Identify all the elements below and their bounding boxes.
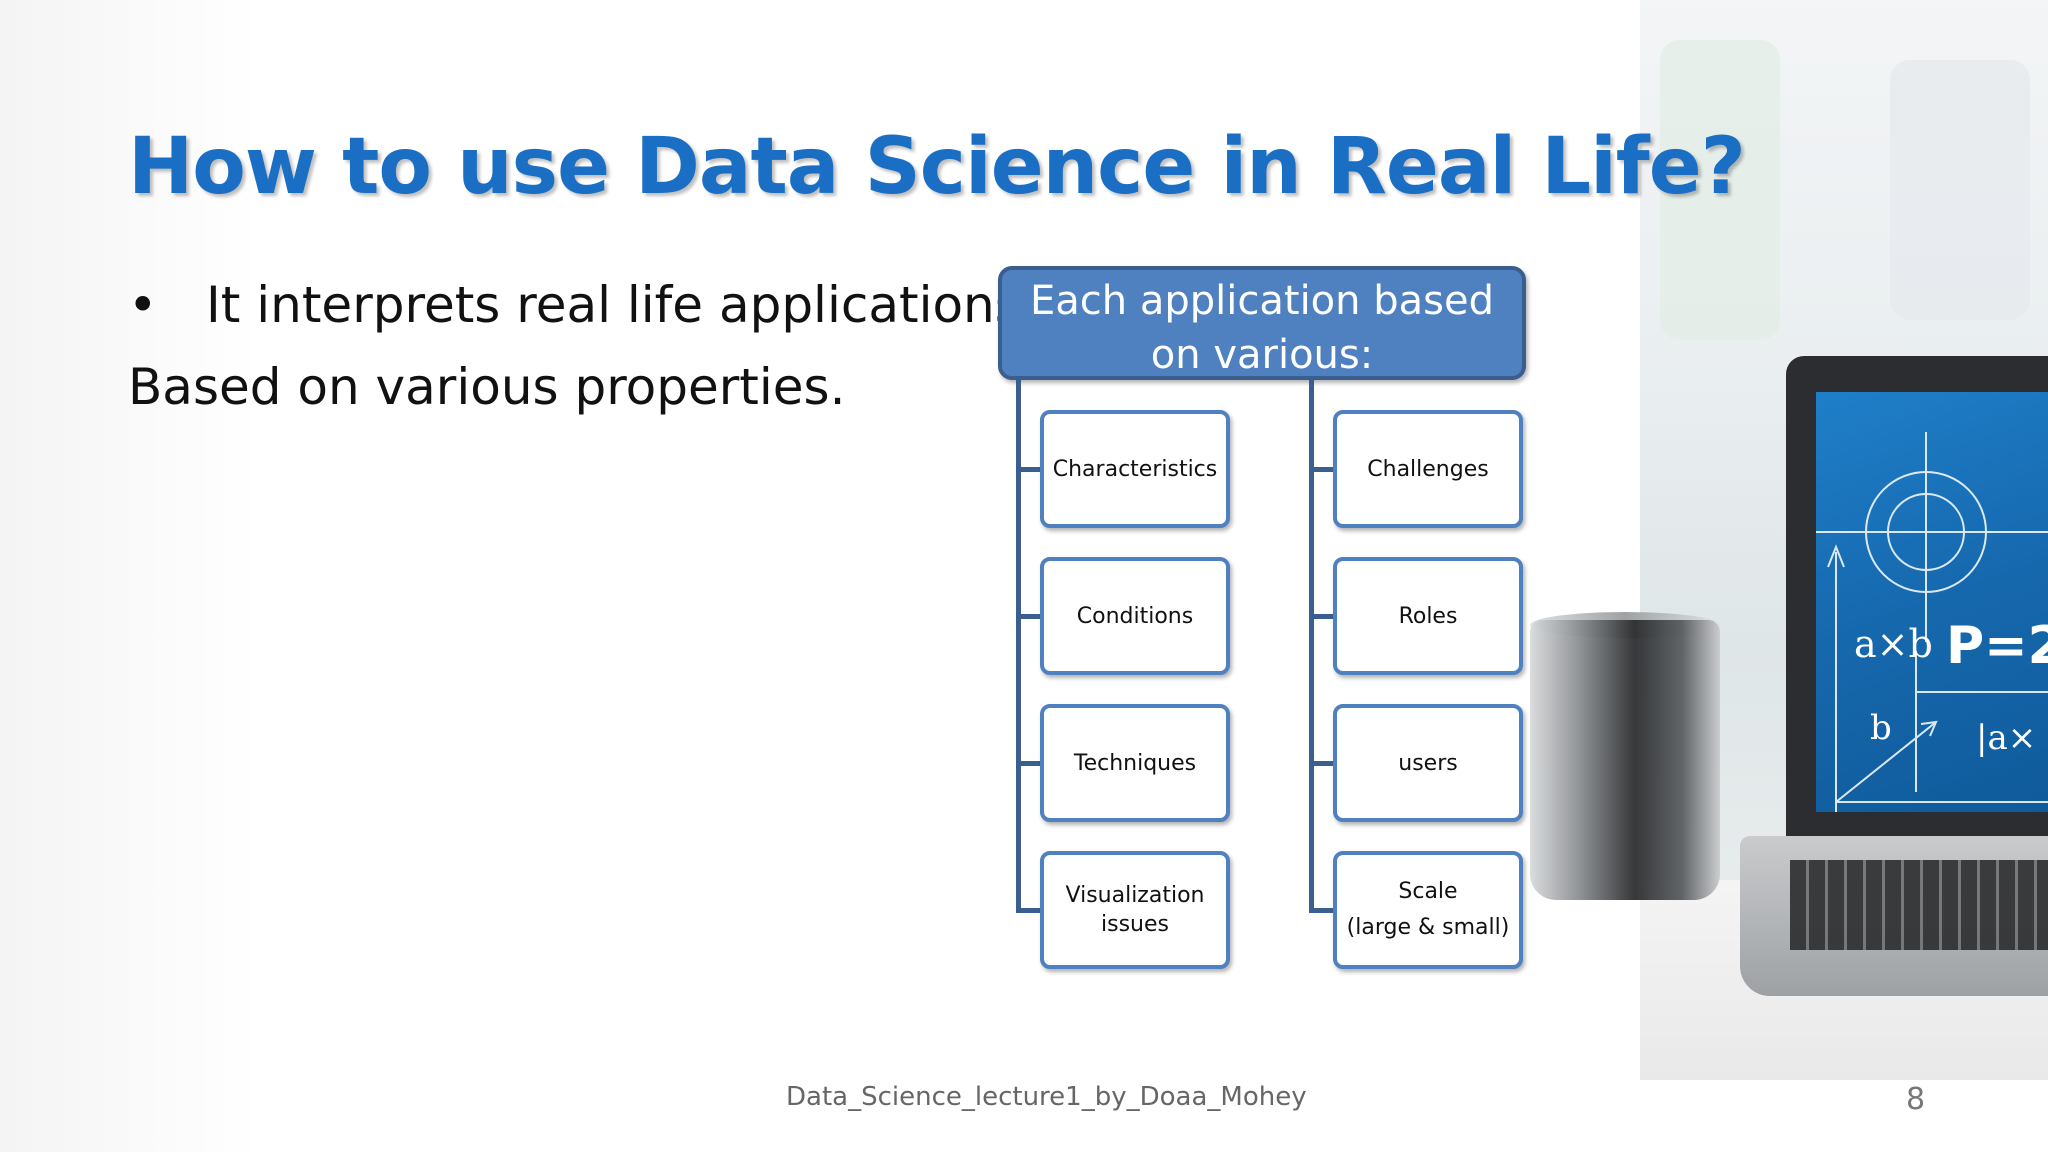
node-characteristics: Characteristics xyxy=(1040,410,1230,528)
node-users: users xyxy=(1333,704,1523,822)
connector-branch xyxy=(1016,467,1042,472)
connector-branch xyxy=(1309,761,1335,766)
node-label: Challenges xyxy=(1367,456,1489,482)
node-label: Techniques xyxy=(1073,750,1197,776)
bullet-symbol: • xyxy=(128,276,158,334)
diagram-header: Each application based on various: xyxy=(998,266,1526,380)
diagram-header-line1: Each application based xyxy=(1030,278,1494,324)
connector-branch xyxy=(1016,761,1042,766)
math-b: b xyxy=(1870,708,1892,748)
connector-branch xyxy=(1309,467,1335,472)
right-connector-spine xyxy=(1309,380,1314,912)
node-conditions: Conditions xyxy=(1040,557,1230,675)
node-label: Characteristics xyxy=(1052,456,1218,482)
node-challenges: Challenges xyxy=(1333,410,1523,528)
mug-image xyxy=(1530,620,1720,900)
background-shading xyxy=(0,0,260,1152)
node-visualization-issues: Visualization issues xyxy=(1040,851,1230,969)
math-sketch xyxy=(1816,432,2048,812)
connector-branch xyxy=(1309,614,1335,619)
node-techniques: Techniques xyxy=(1040,704,1230,822)
connector-branch xyxy=(1016,908,1042,913)
page-number: 8 xyxy=(1906,1082,1926,1117)
laptop-display xyxy=(1816,392,2048,812)
left-connector-spine xyxy=(1016,380,1021,912)
node-scale: Scale (large & small) xyxy=(1333,851,1523,969)
node-sublabel: (large & small) xyxy=(1346,915,1510,940)
node-label: Scale xyxy=(1398,879,1458,904)
slide-title: How to use Data Science in Real Life? xyxy=(128,122,1746,212)
math-ax: |a× xyxy=(1976,718,2037,758)
bullet-text: It interprets real life applications, xyxy=(206,276,1037,334)
diagram-header-line2: on various: xyxy=(1150,332,1374,378)
bullet-continuation: Based on various properties. xyxy=(128,358,846,416)
node-label: Conditions xyxy=(1076,603,1194,629)
node-label: users xyxy=(1398,750,1458,776)
connector-branch xyxy=(1309,908,1335,913)
connector-branch xyxy=(1016,614,1042,619)
math-formula: P=2 xyxy=(1946,616,2048,676)
node-roles: Roles xyxy=(1333,557,1523,675)
math-axb: a×b xyxy=(1854,622,1933,666)
bullet-item: • It interprets real life applications, xyxy=(128,276,1037,334)
slide-footer: Data_Science_lecture1_by_Doaa_Mohey xyxy=(786,1082,1307,1112)
laptop-keyboard xyxy=(1790,860,2048,950)
node-label: Visualization issues xyxy=(1065,883,1205,937)
node-label: Roles xyxy=(1398,603,1458,629)
